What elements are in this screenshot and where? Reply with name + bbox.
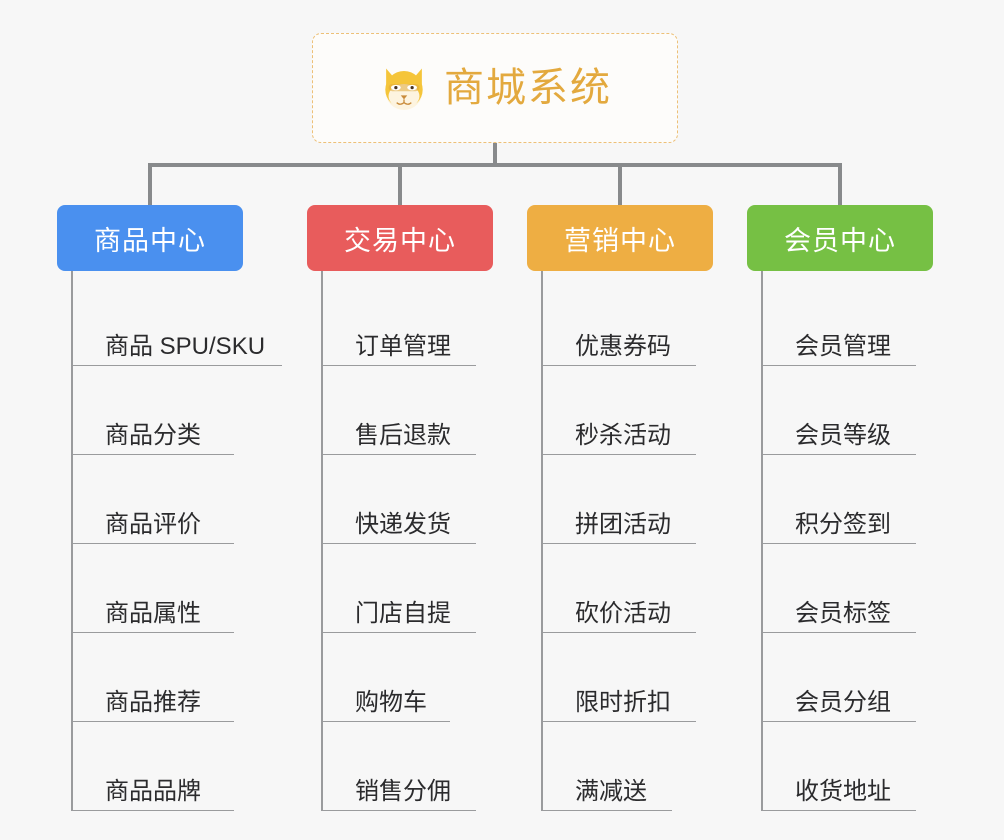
leaf-label: 商品属性: [105, 599, 201, 627]
root-node[interactable]: 商城系统: [312, 33, 678, 143]
connector-horizontal-bus: [148, 163, 842, 167]
leaf-label: 秒杀活动: [575, 421, 671, 449]
branch-header-marketing[interactable]: 营销中心: [527, 205, 713, 271]
connector-drop-2: [398, 163, 402, 207]
leaf-label: 砍价活动: [575, 599, 671, 627]
leaf-item[interactable]: 收货地址: [763, 722, 937, 811]
leaf-label: 商品推荐: [105, 688, 201, 716]
leaf-item[interactable]: 商品品牌: [73, 722, 247, 811]
leaf-label: 销售分佣: [355, 777, 451, 805]
leaf-item[interactable]: 快递发货: [323, 455, 497, 544]
leaf-item[interactable]: 商品 SPU/SKU: [73, 277, 282, 366]
branch-header-label: 商品中心: [94, 225, 206, 256]
connector-drop-3: [618, 163, 622, 207]
leaf-label: 售后退款: [355, 421, 451, 449]
leaf-label: 拼团活动: [575, 510, 671, 538]
branch-column-trade: 交易中心 订单管理 售后退款 快递发货 门店自提 购物车 销售分佣: [307, 205, 497, 811]
leaf-item[interactable]: 购物车: [323, 633, 497, 722]
leaf-item[interactable]: 会员等级: [763, 366, 937, 455]
leaf-label: 会员标签: [795, 599, 891, 627]
branch-header-label: 会员中心: [784, 225, 896, 256]
branch-items-product: 商品 SPU/SKU 商品分类 商品评价 商品属性 商品推荐 商品品牌: [71, 271, 282, 811]
leaf-item[interactable]: 会员标签: [763, 544, 937, 633]
leaf-item[interactable]: 订单管理: [323, 277, 497, 366]
leaf-item[interactable]: 会员分组: [763, 633, 937, 722]
leaf-item[interactable]: 门店自提: [323, 544, 497, 633]
leaf-item[interactable]: 砍价活动: [543, 544, 717, 633]
leaf-item[interactable]: 商品属性: [73, 544, 247, 633]
connector-drop-4: [838, 163, 842, 207]
leaf-label: 会员等级: [795, 421, 891, 449]
leaf-item[interactable]: 满减送: [543, 722, 717, 811]
branch-column-member: 会员中心 会员管理 会员等级 积分签到 会员标签 会员分组 收货地址: [747, 205, 937, 811]
leaf-label: 门店自提: [355, 599, 451, 627]
leaf-label: 商品评价: [105, 510, 201, 538]
leaf-item[interactable]: 销售分佣: [323, 722, 497, 811]
branch-header-member[interactable]: 会员中心: [747, 205, 933, 271]
branch-items-marketing: 优惠券码 秒杀活动 拼团活动 砍价活动 限时折扣 满减送: [541, 271, 717, 811]
branch-header-product[interactable]: 商品中心: [57, 205, 243, 271]
leaf-label: 满减送: [575, 777, 647, 805]
leaf-item[interactable]: 售后退款: [323, 366, 497, 455]
leaf-item[interactable]: 拼团活动: [543, 455, 717, 544]
leaf-item[interactable]: 积分签到: [763, 455, 937, 544]
leaf-label: 商品品牌: [105, 777, 201, 805]
branch-column-marketing: 营销中心 优惠券码 秒杀活动 拼团活动 砍价活动 限时折扣 满减送: [527, 205, 717, 811]
branch-header-label: 营销中心: [564, 225, 676, 256]
branch-column-product: 商品中心 商品 SPU/SKU 商品分类 商品评价 商品属性 商品推荐 商品品牌: [57, 205, 282, 811]
leaf-label: 会员管理: [795, 332, 891, 360]
branch-items-member: 会员管理 会员等级 积分签到 会员标签 会员分组 收货地址: [761, 271, 937, 811]
leaf-item[interactable]: 商品推荐: [73, 633, 247, 722]
leaf-label: 商品分类: [105, 421, 201, 449]
branch-header-trade[interactable]: 交易中心: [307, 205, 493, 271]
leaf-label: 收货地址: [795, 777, 891, 805]
root-title: 商城系统: [444, 66, 612, 110]
leaf-item[interactable]: 会员管理: [763, 277, 937, 366]
connector-root-stem: [493, 143, 497, 165]
branch-header-label: 交易中心: [344, 225, 456, 256]
shiba-dog-icon: [378, 62, 430, 114]
leaf-label: 积分签到: [795, 510, 891, 538]
leaf-item[interactable]: 限时折扣: [543, 633, 717, 722]
leaf-item[interactable]: 商品评价: [73, 455, 247, 544]
leaf-label: 优惠券码: [575, 332, 671, 360]
leaf-item[interactable]: 商品分类: [73, 366, 247, 455]
leaf-item[interactable]: 秒杀活动: [543, 366, 717, 455]
leaf-label: 购物车: [355, 688, 427, 716]
leaf-label: 订单管理: [355, 332, 451, 360]
leaf-label: 会员分组: [795, 688, 891, 716]
leaf-label: 限时折扣: [575, 688, 671, 716]
leaf-label: 快递发货: [355, 510, 451, 538]
branch-items-trade: 订单管理 售后退款 快递发货 门店自提 购物车 销售分佣: [321, 271, 497, 811]
connector-drop-1: [148, 163, 152, 207]
leaf-item[interactable]: 优惠券码: [543, 277, 717, 366]
leaf-label: 商品 SPU/SKU: [105, 332, 266, 360]
